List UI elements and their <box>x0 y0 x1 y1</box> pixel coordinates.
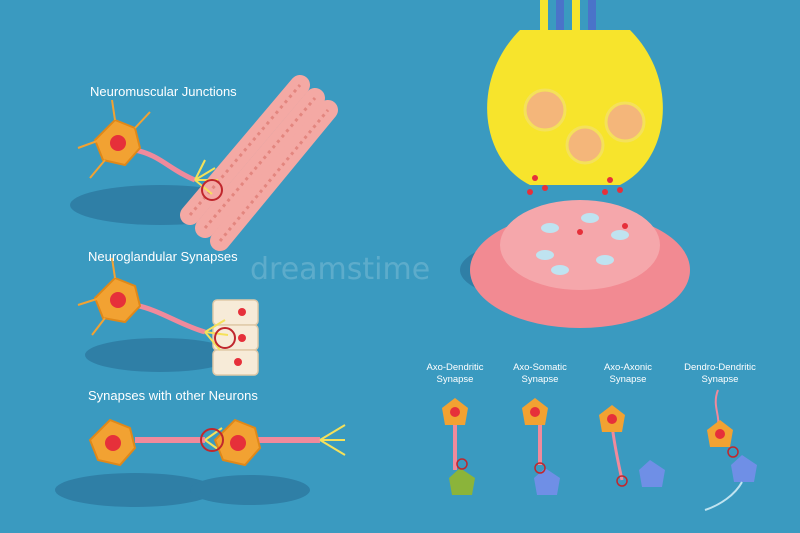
synapse-type-axo-dendritic <box>442 398 475 495</box>
nucleus <box>715 429 725 439</box>
synapse-highlight-circle <box>727 446 739 458</box>
label-line: Axo-Somatic <box>513 362 567 373</box>
label-line: Dendro-Dendritic <box>684 362 756 373</box>
synapse-highlight-circle <box>214 327 236 349</box>
axon <box>134 147 196 183</box>
nucleus <box>530 407 540 417</box>
synapse-type-dendro-dendritic <box>704 389 757 511</box>
axon-terminal <box>194 159 218 195</box>
synapse-highlight-circle <box>201 179 223 201</box>
label-line: Synapse <box>521 374 559 385</box>
neuroglandular-illustration <box>77 257 259 376</box>
synapse-closeup <box>470 0 690 328</box>
postsynaptic-membrane-top <box>500 200 660 290</box>
neuron-body <box>77 99 151 179</box>
neuron-body <box>88 418 137 467</box>
section-title-neuroglandular: Neuroglandular Synapses <box>88 249 238 264</box>
nucleus <box>110 292 126 308</box>
label-dendro-dendritic: Dendro-Dendritic Synapse <box>670 362 770 386</box>
shadow-ellipse <box>190 475 310 505</box>
presynaptic-terminal <box>487 30 663 185</box>
synapse-type-axo-axonic <box>599 405 665 487</box>
nucleus <box>105 435 121 451</box>
label-line: Synapse <box>701 374 739 385</box>
synapse-type-axo-somatic <box>522 398 560 495</box>
synapse-highlight-circle <box>200 428 224 452</box>
synapse-highlight-circle <box>534 462 546 474</box>
label-line: Synapse <box>609 374 647 385</box>
nucleus <box>230 435 246 451</box>
axon <box>134 302 206 335</box>
receptors <box>536 213 629 275</box>
neurotransmitters <box>527 175 628 235</box>
neuron-neuron-illustration <box>88 418 346 467</box>
label-axo-axonic: Axo-Axonic Synapse <box>578 362 678 386</box>
nucleus <box>110 135 126 151</box>
label-line: Synapse <box>436 374 474 385</box>
section-title-neuron-synapses: Synapses with other Neurons <box>88 388 258 403</box>
label-axo-somatic: Axo-Somatic Synapse <box>490 362 590 386</box>
nucleus <box>607 414 617 424</box>
muscle-fibers <box>180 75 338 251</box>
synaptic-vesicles <box>523 88 646 165</box>
nucleus <box>450 407 460 417</box>
label-line: Axo-Dendritic <box>426 362 484 373</box>
label-line: Axo-Axonic <box>603 362 653 373</box>
section-title-neuromuscular: Neuromuscular Junctions <box>90 84 237 99</box>
label-axo-dendritic: Axo-Dendritic Synapse <box>405 362 505 386</box>
synapse-highlight-circle <box>616 475 628 487</box>
watermark: dreamstime <box>250 252 431 287</box>
synapse-highlight-circle <box>456 458 468 470</box>
neuron-body <box>213 418 262 467</box>
neuron-body <box>77 257 142 336</box>
neuromuscular-illustration <box>77 75 338 251</box>
shadow-ellipse <box>55 473 215 507</box>
shadow-ellipse <box>85 338 235 372</box>
